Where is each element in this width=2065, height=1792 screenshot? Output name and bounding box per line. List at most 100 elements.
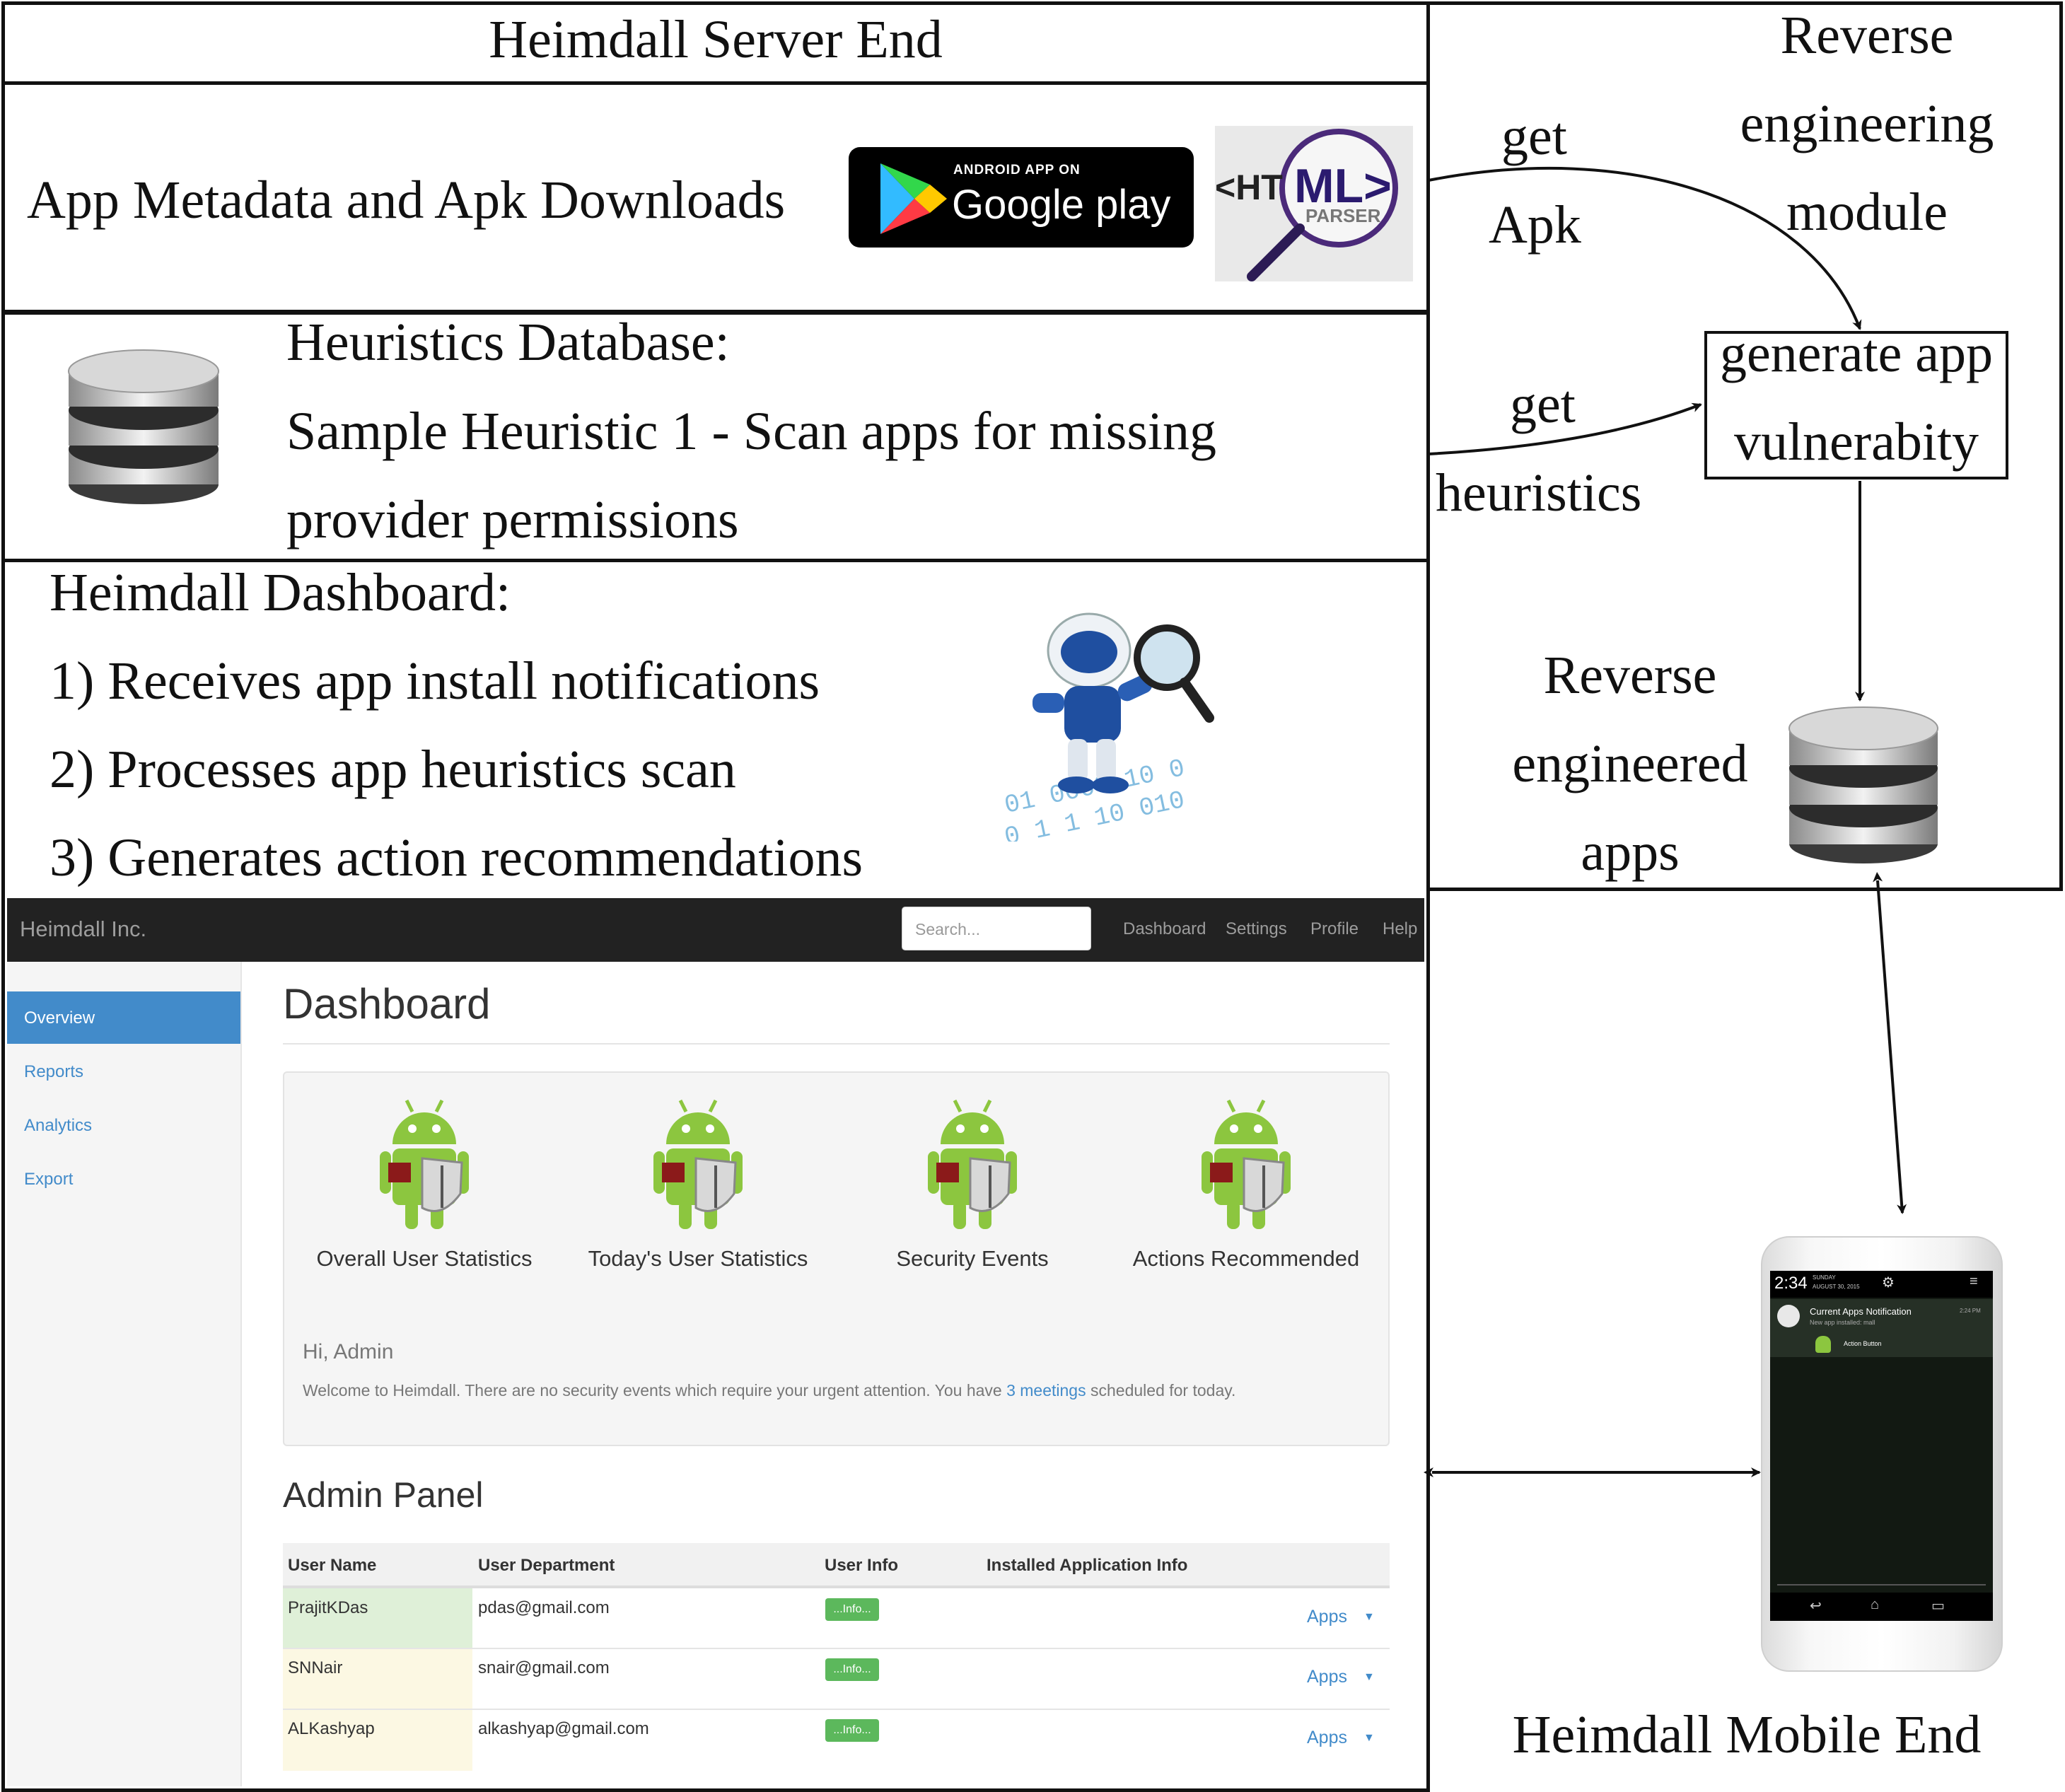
phone-time: 2:34 bbox=[1774, 1274, 1808, 1293]
table-header-bg bbox=[283, 1543, 1390, 1587]
google-play-badge: ANDROID APP ON Google play bbox=[849, 147, 1194, 248]
action-button[interactable]: Action Button bbox=[1844, 1340, 1882, 1347]
sidebar-item-reports[interactable]: Reports bbox=[24, 1062, 84, 1081]
reverse-title-line2: engineering bbox=[1740, 94, 1994, 153]
get-apk-label-1: get bbox=[1501, 107, 1567, 166]
info-button[interactable]: ...Info... bbox=[825, 1719, 879, 1742]
android-icon bbox=[1815, 1336, 1831, 1353]
meetings-link[interactable]: 3 meetings bbox=[1006, 1381, 1086, 1400]
notification-app-icon bbox=[1777, 1305, 1800, 1327]
stat-label-security: Security Events bbox=[896, 1246, 1049, 1271]
phone-nav-divider bbox=[1777, 1584, 1986, 1586]
get-heuristics-label-1: get bbox=[1510, 375, 1576, 434]
nav-settings[interactable]: Settings bbox=[1226, 919, 1287, 938]
stat-label-overall: Overall User Statistics bbox=[316, 1246, 533, 1271]
sidebar-item-overview[interactable]: Overview bbox=[7, 991, 240, 1044]
android-shield-icon[interactable] bbox=[652, 1095, 744, 1236]
stat-label-today: Today's User Statistics bbox=[588, 1246, 808, 1271]
welcome-pre: Welcome to Heimdall. There are no securi… bbox=[303, 1381, 1007, 1400]
table-header-divider bbox=[283, 1586, 1390, 1588]
nav-dashboard[interactable]: Dashboard bbox=[1123, 919, 1206, 938]
welcome-post: scheduled for today. bbox=[1086, 1381, 1236, 1400]
notification-title: Current Apps Notification bbox=[1810, 1306, 1912, 1317]
get-apk-label-2: Apk bbox=[1489, 195, 1581, 255]
chevron-down-icon[interactable]: ▼ bbox=[1363, 1732, 1375, 1744]
info-button[interactable]: ...Info... bbox=[825, 1658, 879, 1681]
phone-navbar: ↩ ⌂ ▭ bbox=[1770, 1593, 1993, 1621]
stat-label-actions: Actions Recommended bbox=[1132, 1246, 1360, 1271]
generate-line2: vulnerabity bbox=[1733, 412, 1979, 472]
recent-apps-icon[interactable]: ▭ bbox=[1931, 1598, 1945, 1614]
arrow-get-heuristics bbox=[1428, 402, 1702, 455]
reverse-module-box bbox=[1426, 1, 2063, 891]
heuristics-title: Heuristics Database: bbox=[286, 313, 730, 372]
sidebar-item-analytics[interactable]: Analytics bbox=[24, 1116, 93, 1135]
dashboard-item-2: 2) Processes app heuristics scan bbox=[50, 740, 736, 799]
brand[interactable]: Heimdall Inc. bbox=[20, 917, 147, 941]
back-icon[interactable]: ↩ bbox=[1810, 1598, 1822, 1614]
reverse-title-line1: Reverse bbox=[1780, 6, 1954, 65]
magnifier-icon bbox=[1247, 129, 1398, 281]
apps-dropdown[interactable]: Apps bbox=[1307, 1607, 1347, 1627]
col-installed-apps: Installed Application Info bbox=[987, 1556, 1188, 1575]
clear-notifications-icon[interactable]: ≡ bbox=[1970, 1274, 1978, 1289]
chevron-down-icon[interactable]: ▼ bbox=[1363, 1611, 1375, 1623]
android-shield-icon[interactable] bbox=[926, 1095, 1018, 1236]
database-icon bbox=[1788, 706, 1938, 863]
android-shield-icon[interactable] bbox=[1200, 1095, 1292, 1236]
row-name-cell bbox=[283, 1649, 472, 1710]
html-logo-text-b: ML> bbox=[1294, 159, 1392, 213]
row-user-email: snair@gmail.com bbox=[478, 1658, 610, 1677]
html-parser-logo: <HT ML> PARSER bbox=[1215, 126, 1413, 281]
arrow-get-apk bbox=[1428, 166, 1862, 330]
settings-icon[interactable]: ⚙ bbox=[1882, 1275, 1895, 1291]
row-user-name: SNNair bbox=[288, 1658, 343, 1677]
phone-screen[interactable]: 2:34 SUNDAY AUGUST 30, 2015 ⚙ ≡ Current … bbox=[1770, 1271, 1993, 1621]
stats-well bbox=[283, 1071, 1390, 1446]
row-divider bbox=[283, 1709, 1390, 1710]
play-triangle-icon bbox=[880, 163, 947, 234]
sidebar-item-export[interactable]: Export bbox=[24, 1170, 74, 1189]
database-icon bbox=[68, 349, 219, 504]
phone-date: AUGUST 30, 2015 bbox=[1813, 1284, 1860, 1290]
page-title: Dashboard bbox=[283, 980, 491, 1028]
android-shield-icon[interactable] bbox=[378, 1095, 470, 1236]
col-user-info: User Info bbox=[825, 1556, 899, 1575]
dashboard-item-1: 1) Receives app install notifications bbox=[50, 651, 820, 711]
navbar: Heimdall Inc. Search... Dashboard Settin… bbox=[7, 898, 1424, 962]
phone-statusbar: 2:34 SUNDAY AUGUST 30, 2015 ⚙ ≡ bbox=[1770, 1271, 1993, 1298]
notification-sub: New app installed: mall bbox=[1810, 1319, 1875, 1326]
robot-magnifier-icon: 01 0000 10 0 0 1 1 10 010 bbox=[1002, 612, 1214, 842]
nav-profile[interactable]: Profile bbox=[1310, 919, 1359, 938]
store-line1: Reverse bbox=[1543, 646, 1717, 705]
heuristics-line1: Sample Heuristic 1 - Scan apps for missi… bbox=[286, 402, 1217, 461]
get-heuristics-label-2: heuristics bbox=[1436, 463, 1642, 523]
chevron-down-icon[interactable]: ▼ bbox=[1363, 1671, 1375, 1683]
sidebar: Overview Reports Analytics Export bbox=[7, 962, 242, 1786]
home-icon[interactable]: ⌂ bbox=[1871, 1597, 1880, 1612]
html-logo-text-a: <HT bbox=[1215, 168, 1283, 207]
apps-dropdown[interactable]: Apps bbox=[1307, 1728, 1347, 1747]
dashboard-item-3: 3) Generates action recommendations bbox=[50, 828, 863, 888]
admin-panel-title: Admin Panel bbox=[283, 1475, 484, 1515]
heuristics-line2: provider permissions bbox=[286, 490, 739, 549]
mobile-title: Heimdall Mobile End bbox=[1512, 1705, 1982, 1764]
info-button[interactable]: ...Info... bbox=[825, 1598, 879, 1621]
generate-vulnerability-box bbox=[1704, 331, 2008, 479]
phone-day: SUNDAY bbox=[1813, 1274, 1836, 1281]
generate-line1: generate app bbox=[1719, 324, 1994, 383]
divider bbox=[283, 1043, 1390, 1045]
notification-card[interactable]: Current Apps Notification New app instal… bbox=[1770, 1299, 1993, 1357]
nav-help[interactable]: Help bbox=[1383, 919, 1418, 938]
gplay-big-text: Google play bbox=[952, 182, 1171, 228]
col-user-department: User Department bbox=[478, 1556, 615, 1575]
search-input[interactable]: Search... bbox=[902, 907, 1091, 950]
metadata-label: App Metadata and Apk Downloads bbox=[27, 170, 786, 230]
dashboard-section-title: Heimdall Dashboard: bbox=[50, 563, 511, 622]
greeting: Hi, Admin bbox=[303, 1340, 394, 1363]
row-divider bbox=[283, 1648, 1390, 1649]
notification-time: 2:24 PM bbox=[1960, 1308, 1981, 1314]
welcome-text: Welcome to Heimdall. There are no securi… bbox=[303, 1381, 1235, 1400]
apps-dropdown[interactable]: Apps bbox=[1307, 1667, 1347, 1687]
